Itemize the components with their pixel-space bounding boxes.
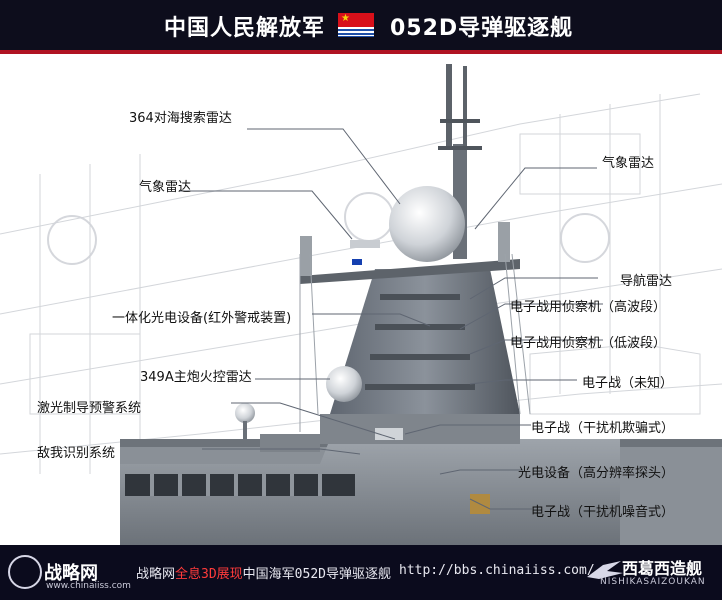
bridge-block bbox=[120, 439, 620, 545]
ship-drawing bbox=[0, 64, 722, 545]
tagline-highlight: 全息3D展现 bbox=[175, 567, 243, 582]
header-left-title: 中国人民解放军 bbox=[164, 16, 326, 41]
label-364-sea-search-radar: 364对海搜索雷达 bbox=[129, 111, 232, 126]
label-integrated-optronic-ir: 一体化光电设备(红外警戒装置) bbox=[112, 311, 292, 326]
fire-control-dome bbox=[326, 366, 362, 402]
label-349a-gun-fire-control-radar: 349A主炮火控雷达 bbox=[140, 370, 252, 385]
footer-logo-url: www.chinaiiss.com bbox=[46, 581, 131, 591]
tagline-suffix: 中国海军052D导弹驱逐舰 bbox=[242, 567, 391, 582]
label-iff-system: 敌我识别系统 bbox=[37, 446, 116, 461]
panel-left bbox=[300, 236, 312, 276]
label-weather-radar-left: 气象雷达 bbox=[139, 180, 192, 195]
label-laser-warning-system: 激光制导预警系统 bbox=[37, 401, 142, 416]
footer-logo-text: 战略网 bbox=[44, 563, 98, 584]
footer-bar: 战略网 www.chinaiiss.com 战略网全息3D展现中国海军052D导… bbox=[0, 545, 722, 600]
label-ew-unknown: 电子战（未知） bbox=[582, 376, 674, 391]
radome bbox=[389, 186, 465, 262]
chinaiiss-logo-icon bbox=[8, 555, 42, 589]
label-ew-jammer-noise: 电子战（干扰机噪音式） bbox=[531, 505, 675, 520]
main-mast-tower bbox=[330, 269, 520, 414]
label-ew-recon-high-band: 电子战用侦察机（高波段） bbox=[510, 300, 667, 315]
tagline-prefix: 战略网 bbox=[136, 567, 176, 582]
header-bar: 中国人民解放军 ★ 052D导弹驱逐舰 bbox=[0, 0, 722, 50]
footer-brand: 西葛西造舰 bbox=[622, 559, 703, 578]
brand-wave-icon bbox=[587, 561, 623, 579]
label-optronic-high-res: 光电设备（高分辨率探头） bbox=[518, 466, 675, 481]
label-ew-jammer-deceptive: 电子战（干扰机欺骗式） bbox=[531, 421, 675, 436]
footer-tagline: 战略网全息3D展现中国海军052D导弹驱逐舰 bbox=[136, 563, 391, 582]
background-wireframe bbox=[0, 93, 722, 474]
label-weather-radar-right: 气象雷达 bbox=[602, 156, 655, 171]
footer-site-url[interactable]: http://bbs.chinaiiss.com/ bbox=[399, 563, 595, 578]
label-ew-recon-low-band: 电子战用侦察机（低波段） bbox=[510, 336, 667, 351]
label-navigation-radar: 导航雷达 bbox=[620, 274, 673, 289]
naval-ensign-flag: ★ bbox=[338, 13, 374, 37]
star-icon: ★ bbox=[341, 13, 350, 24]
header-accent-line bbox=[0, 50, 722, 54]
bridge-windows bbox=[125, 474, 355, 496]
footer-brand-sub: NISHIKASAIZOUKAN bbox=[600, 577, 706, 587]
leader-lines bbox=[180, 128, 603, 510]
header-right-title: 052D导弹驱逐舰 bbox=[390, 16, 574, 41]
panel-right bbox=[498, 222, 510, 262]
ship-illustration: 364对海搜索雷达 气象雷达 气象雷达 导航雷达 电子战用侦察机（高波段） 一体… bbox=[0, 54, 722, 545]
